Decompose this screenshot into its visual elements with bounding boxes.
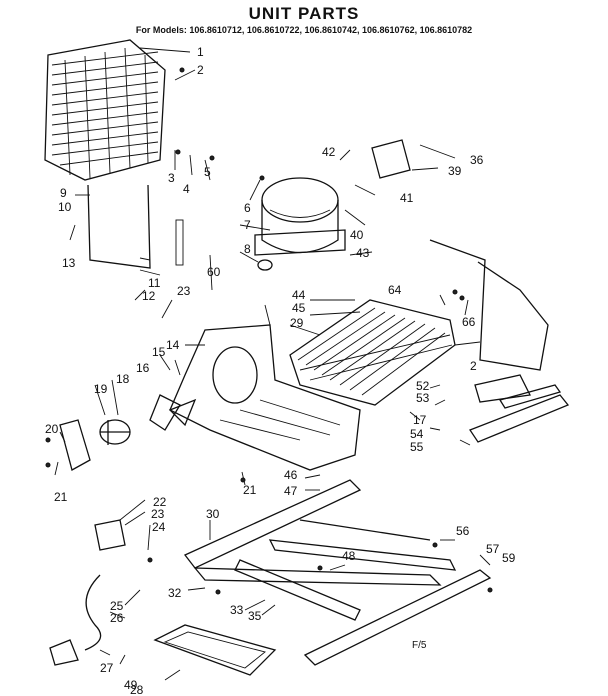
callout-10: 10: [58, 200, 72, 214]
callout-40: 40: [350, 228, 364, 242]
callout-59: 59: [502, 551, 516, 565]
callout-44: 44: [292, 288, 306, 302]
callout-28: 28: [130, 683, 144, 696]
bracket-28: [87, 184, 151, 269]
callout-30: 30: [206, 507, 220, 521]
callout-25: 25: [110, 599, 124, 613]
callout-14: 14: [166, 338, 180, 352]
callout-55: 55: [410, 440, 424, 454]
callout-8: 8: [244, 242, 251, 256]
leader-lines: [54, 47, 491, 681]
callout-45: 45: [292, 301, 306, 315]
callout-15: 15: [152, 345, 166, 359]
clip-strip: [175, 219, 184, 266]
callout-4: 4: [183, 182, 190, 196]
diagram-title: UNIT PARTS: [248, 4, 360, 23]
callout-39: 39: [448, 164, 462, 178]
callout-19: 19: [94, 382, 108, 396]
power-cord: [49, 574, 102, 666]
fan-motor: [99, 419, 131, 445]
fan-shroud: [169, 324, 361, 471]
callout-46: 46: [284, 468, 298, 482]
callout-24: 24: [152, 520, 166, 534]
drain-pan: [153, 624, 277, 676]
drain-trough-upper: [498, 384, 562, 409]
junction-box: [94, 519, 126, 551]
callout-16: 16: [136, 361, 150, 375]
callout-3: 3: [168, 171, 175, 185]
refrigerant-tubing: [429, 239, 549, 371]
callout-12: 12: [142, 289, 156, 303]
callout-33: 33: [230, 603, 244, 617]
front-rail: [303, 569, 492, 666]
fan-blade: [149, 394, 197, 431]
callout-57: 57: [486, 542, 500, 556]
callout-21: 21: [54, 490, 68, 504]
callout-18: 18: [116, 372, 130, 386]
callout-35: 35: [248, 609, 262, 623]
callout-29: 29: [290, 316, 304, 330]
condenser-coil: [44, 39, 166, 181]
callout-66: 66: [462, 315, 476, 329]
callout-52: 52: [416, 379, 430, 393]
callout-23: 23: [177, 284, 191, 298]
callout-43: 43: [356, 246, 370, 260]
drain-trough: [469, 394, 570, 443]
callout-22: 22: [153, 495, 167, 509]
callout-54: 54: [410, 427, 424, 441]
callout-23: 23: [151, 507, 165, 521]
callout-32: 32: [168, 586, 182, 600]
callout-11: 11: [148, 276, 161, 290]
grommet: [257, 259, 273, 271]
callout-2: 2: [197, 63, 204, 77]
callout-1: 1: [197, 45, 204, 59]
callout-47: 47: [284, 484, 298, 498]
callout-36: 36: [470, 153, 484, 167]
motor-bracket: [59, 419, 91, 471]
callout-7: 7: [244, 218, 251, 232]
callout-64: 64: [388, 283, 402, 297]
callout-13: 13: [62, 256, 76, 270]
fasteners: [45, 67, 493, 595]
callout-2: 2: [470, 359, 477, 373]
model-list: For Models: 106.8610712, 106.8610722, 10…: [135, 25, 473, 35]
callout-26: 26: [110, 611, 124, 625]
callout-42: 42: [322, 145, 336, 159]
callout-21: 21: [243, 483, 257, 497]
callout-53: 53: [416, 391, 430, 405]
callout-60: 60: [207, 265, 221, 279]
callout-49: 49: [124, 678, 138, 692]
callout-9: 9: [60, 186, 67, 200]
page-ref: F/5: [412, 640, 427, 651]
callout-5: 5: [204, 165, 211, 179]
relay-overload: [371, 139, 411, 179]
base-frame: [183, 479, 457, 621]
callout-48: 48: [342, 549, 356, 563]
callout-17: 17: [413, 413, 427, 427]
callout-27: 27: [100, 661, 114, 675]
callout-6: 6: [244, 201, 251, 215]
callout-41: 41: [400, 191, 414, 205]
callout-56: 56: [456, 524, 470, 538]
compressor: [254, 177, 346, 256]
tube-loop: [474, 374, 531, 403]
callout-20: 20: [45, 422, 59, 436]
evaporator-coil: [289, 299, 456, 406]
